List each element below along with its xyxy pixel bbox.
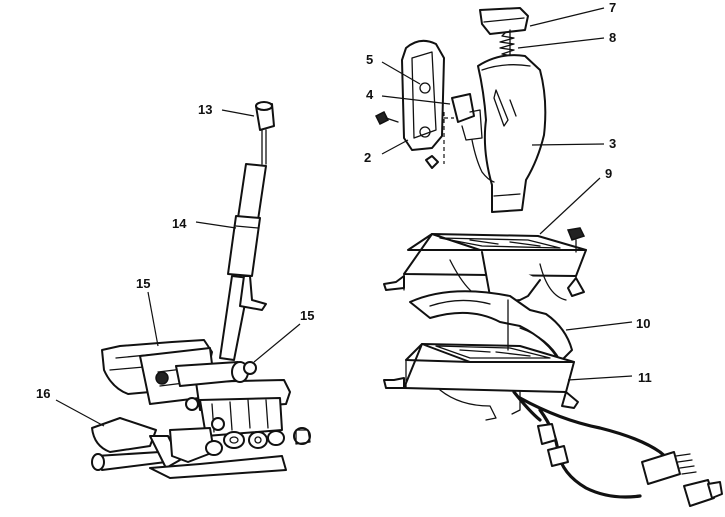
callout-10: 10 [636,316,650,331]
callout-14: 14 [172,216,187,231]
shift-lever-part-14 [219,163,267,361]
shift-bezel-part-9 [383,227,587,303]
callout-16: 16 [36,386,50,401]
callout-13: 13 [198,102,212,117]
callout-11: 11 [638,370,652,385]
screw-parts [374,110,439,169]
callout-7: 7 [609,0,616,15]
knob-button-part-7 [479,7,529,61]
gate-plate-part-11 [383,299,579,421]
callout-3: 3 [609,136,616,151]
side-cover-part-5 [401,39,445,151]
callout-labels: 7 8 5 4 2 3 9 13 14 15 15 10 11 16 [36,0,652,401]
callout-4: 4 [366,87,374,102]
callout-leaders [55,7,633,427]
wiring-harness [512,390,723,507]
callout-15-right: 15 [300,308,314,323]
lever-cap-part-13 [255,101,275,165]
callout-9: 9 [605,166,612,181]
shifter-base-housing [91,339,311,479]
callout-2: 2 [364,150,371,165]
callout-15-left: 15 [136,276,150,291]
callout-8: 8 [609,30,616,45]
callout-5: 5 [366,52,373,67]
shift-knob-part-3 [477,54,547,213]
switch-part-4 [443,93,495,183]
